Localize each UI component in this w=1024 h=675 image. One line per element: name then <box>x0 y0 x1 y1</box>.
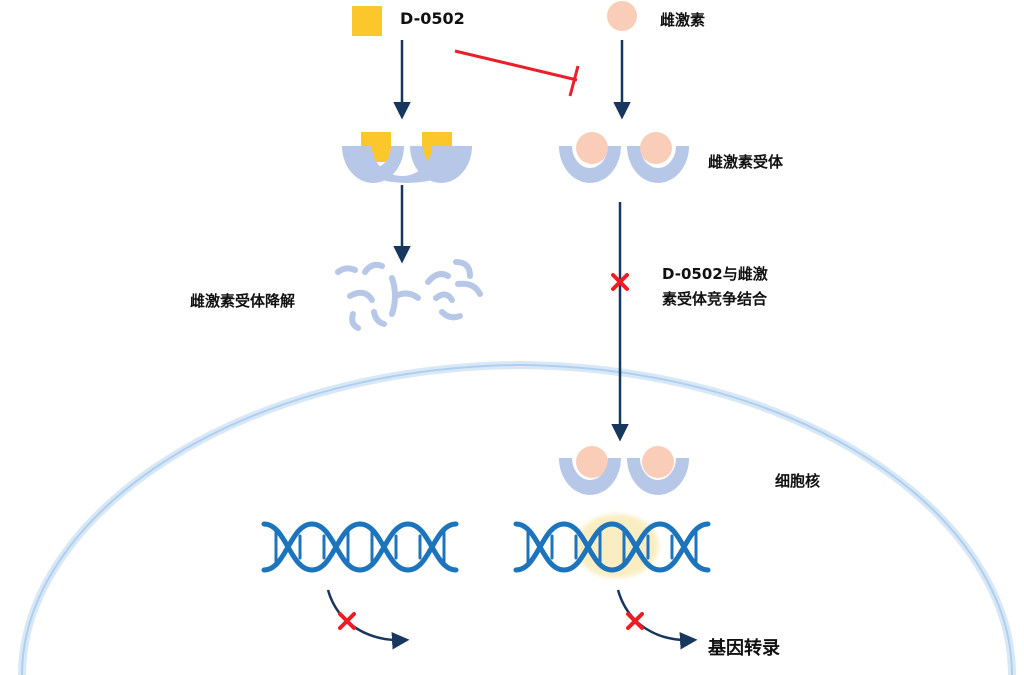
nucleus-membrane <box>18 360 1016 675</box>
estrogen-receptor-label: 雌激素受体 <box>708 153 784 171</box>
competitive-binding-line1: D-0502与雌激 <box>662 265 768 283</box>
competitive-binding-label: D-0502与雌激 素受体竞争结合 <box>662 262 768 312</box>
competition-block-x-icon <box>611 273 629 291</box>
d0502-label: D-0502 <box>400 9 465 28</box>
receptor-with-drug <box>342 132 472 183</box>
dna-helix-right <box>513 521 711 573</box>
gene-transcription-label: 基因转录 <box>708 638 780 659</box>
transcription-arrow-right <box>616 589 698 650</box>
nucleus-label: 细胞核 <box>775 472 821 490</box>
inhibition-line <box>454 49 580 97</box>
receptor-with-estrogen <box>559 132 689 183</box>
transcription-arrow-left <box>326 589 410 650</box>
estrogen-circle-icon <box>607 1 637 31</box>
transcription-block-x-icon-right <box>626 612 644 630</box>
dna-helix-left <box>261 521 459 573</box>
transcription-block-x-icon-left <box>338 612 356 630</box>
receptor-degradation-label: 雌激素受体降解 <box>190 292 296 310</box>
drug-square-icon <box>352 6 382 36</box>
degraded-receptor-fragments <box>335 259 483 331</box>
estrogen-label: 雌激素 <box>660 11 706 29</box>
receptor-with-estrogen-nucleus <box>559 446 689 495</box>
competitive-binding-line2: 素受体竞争结合 <box>662 290 768 308</box>
